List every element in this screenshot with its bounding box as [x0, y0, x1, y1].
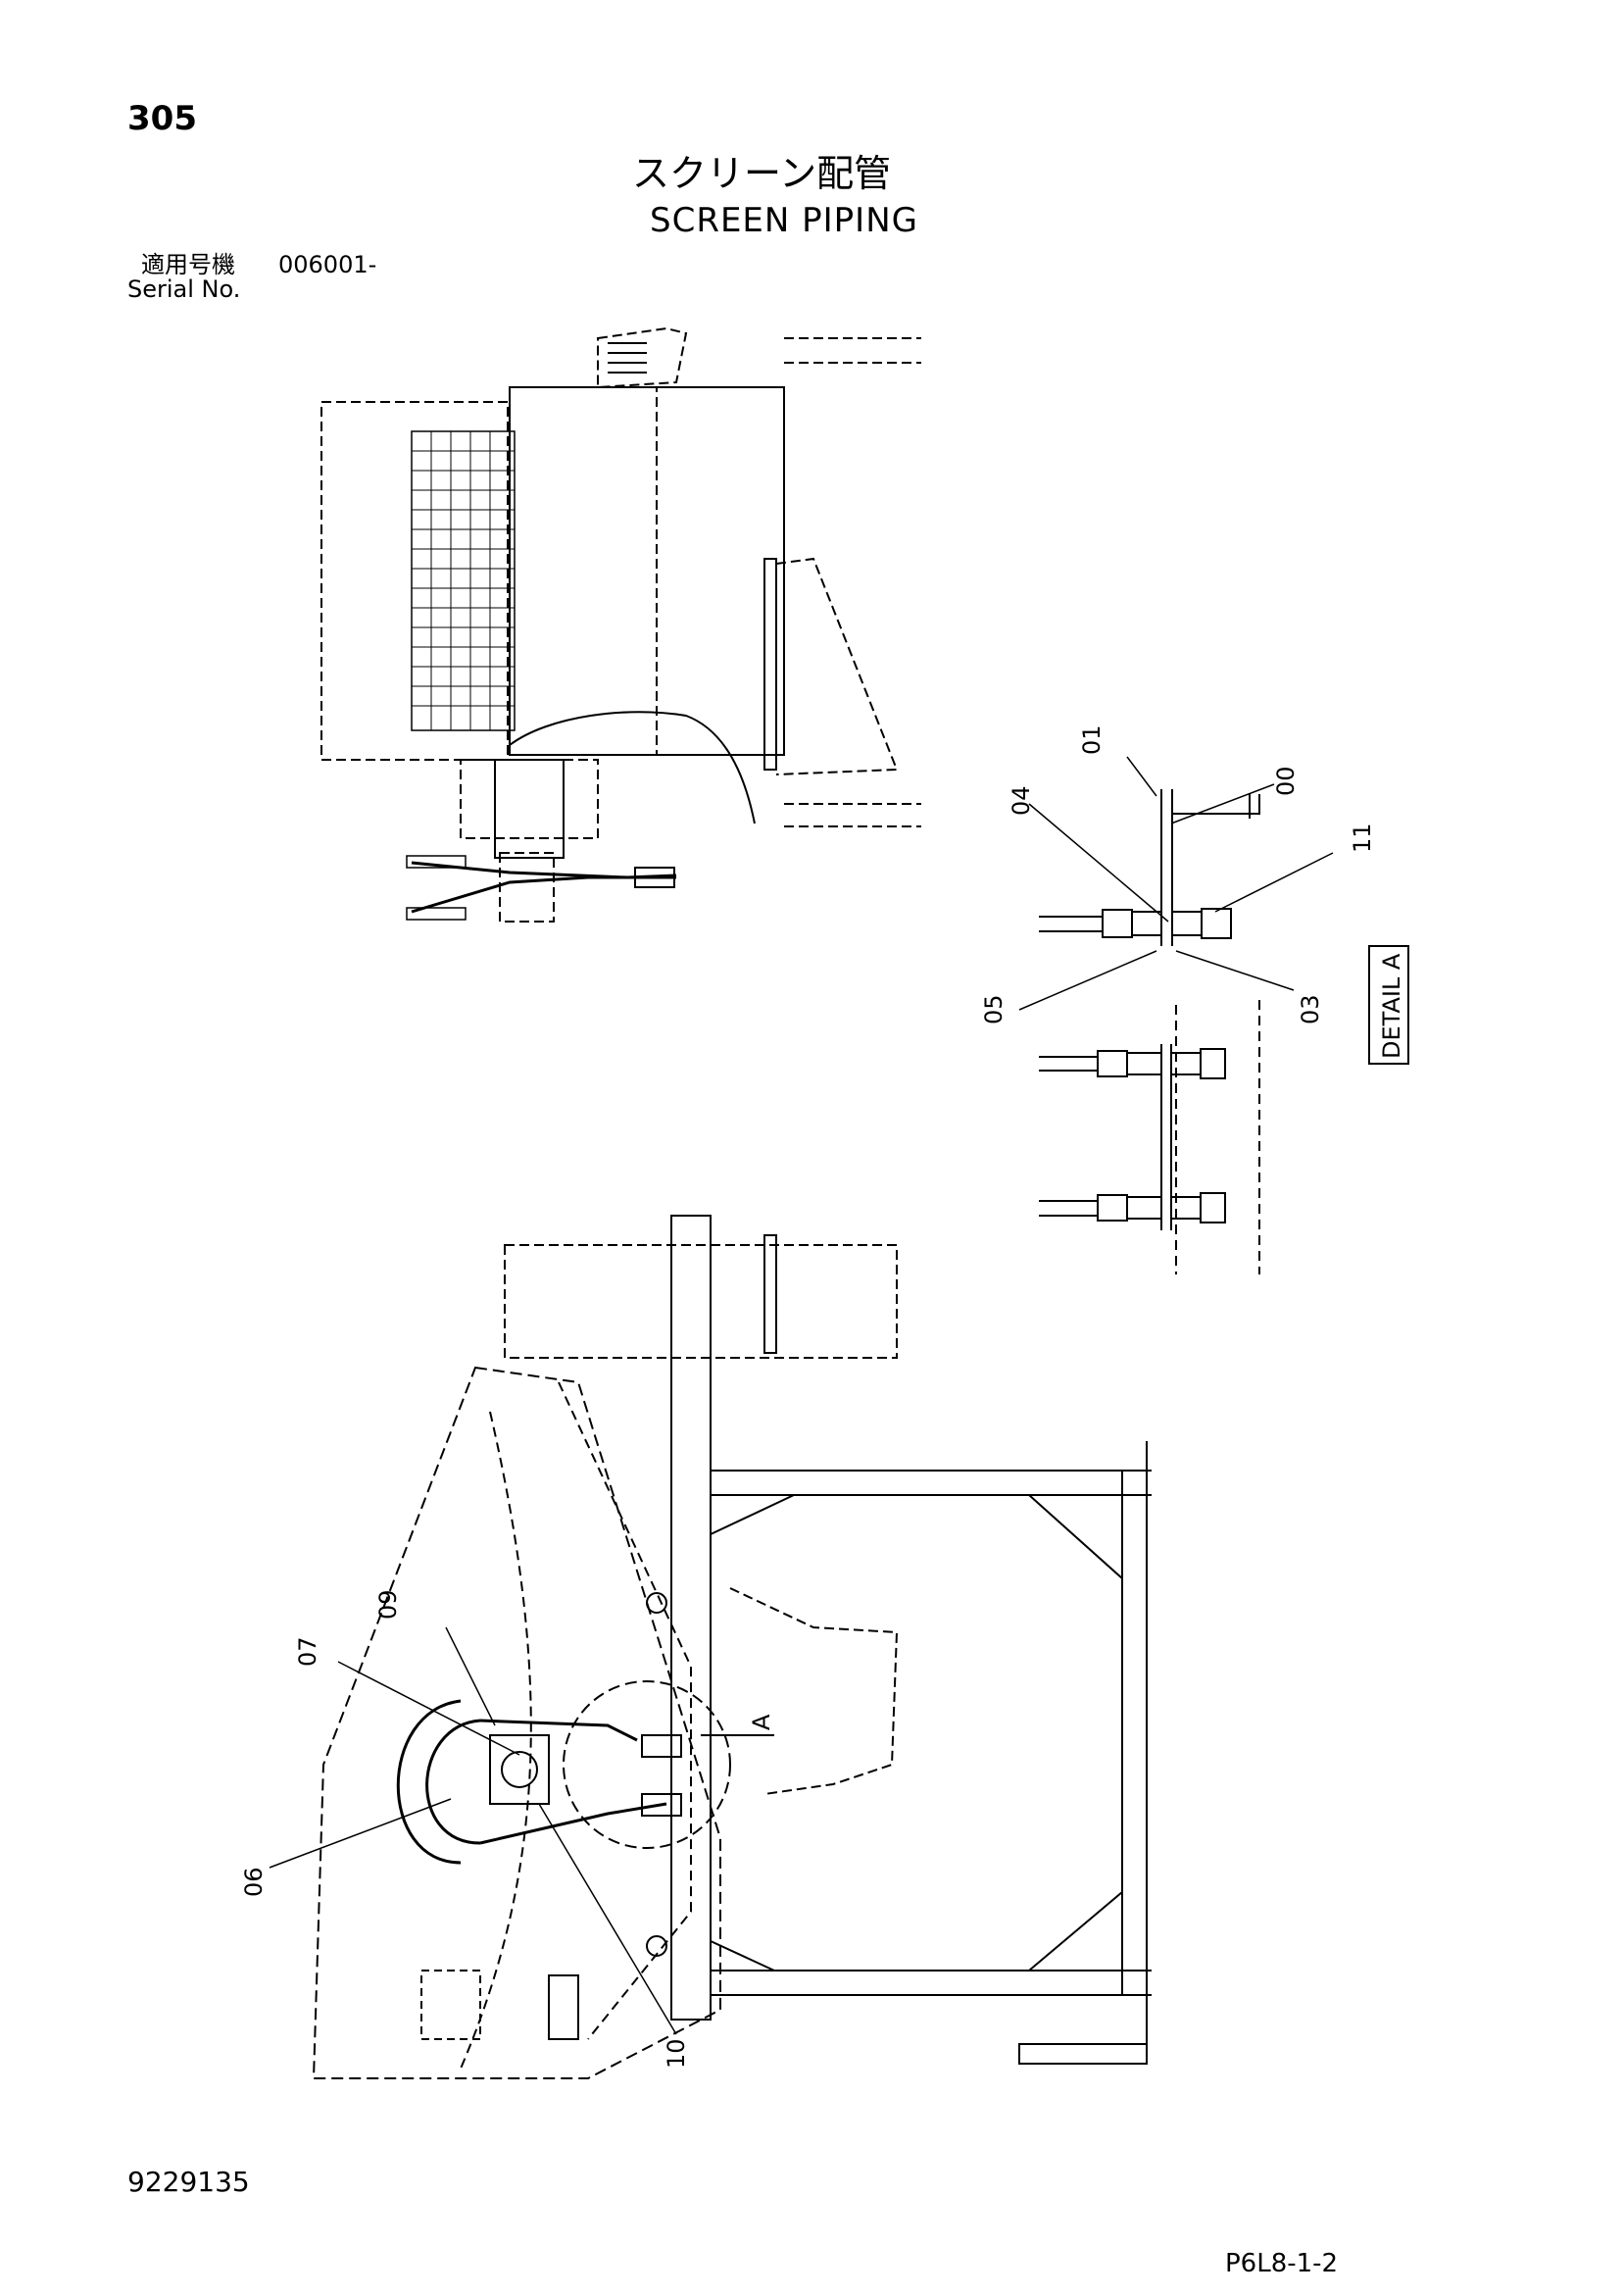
- serial-value: 006001-: [278, 251, 377, 278]
- detail-a-label-box: [1368, 945, 1409, 1065]
- callout-05: 05: [980, 994, 1008, 1024]
- callout-01: 01: [1078, 724, 1106, 755]
- callout-labels: 01 00 04 11 05 03 09 07 06 10: [240, 724, 1376, 2069]
- callout-11: 11: [1349, 823, 1376, 853]
- callout-09: 09: [374, 1589, 402, 1620]
- callout-04: 04: [1008, 785, 1035, 816]
- callout-07: 07: [294, 1636, 321, 1667]
- callout-10: 10: [663, 2038, 690, 2069]
- top-screen-assembly: [320, 326, 921, 923]
- page-code: P6L8-1-2: [1225, 2249, 1339, 2278]
- serial-label-english: Serial No.: [127, 275, 241, 303]
- callout-06: 06: [240, 1867, 268, 1897]
- serial-label-japanese: 適用号機: [141, 251, 235, 278]
- title-japanese: スクリーン配管: [632, 152, 892, 195]
- detail-a-label: DETAIL A: [1378, 953, 1405, 1059]
- bottom-screen-assembly: A: [269, 1215, 1152, 2079]
- detail-a-view: DETAIL A: [1018, 756, 1409, 1274]
- view-a-marker: A: [748, 1714, 775, 1730]
- document-number: 9229135: [127, 2166, 250, 2198]
- callout-03: 03: [1297, 994, 1324, 1024]
- page-number: 305: [127, 99, 197, 138]
- title-english: SCREEN PIPING: [650, 201, 918, 240]
- callout-00: 00: [1272, 766, 1300, 796]
